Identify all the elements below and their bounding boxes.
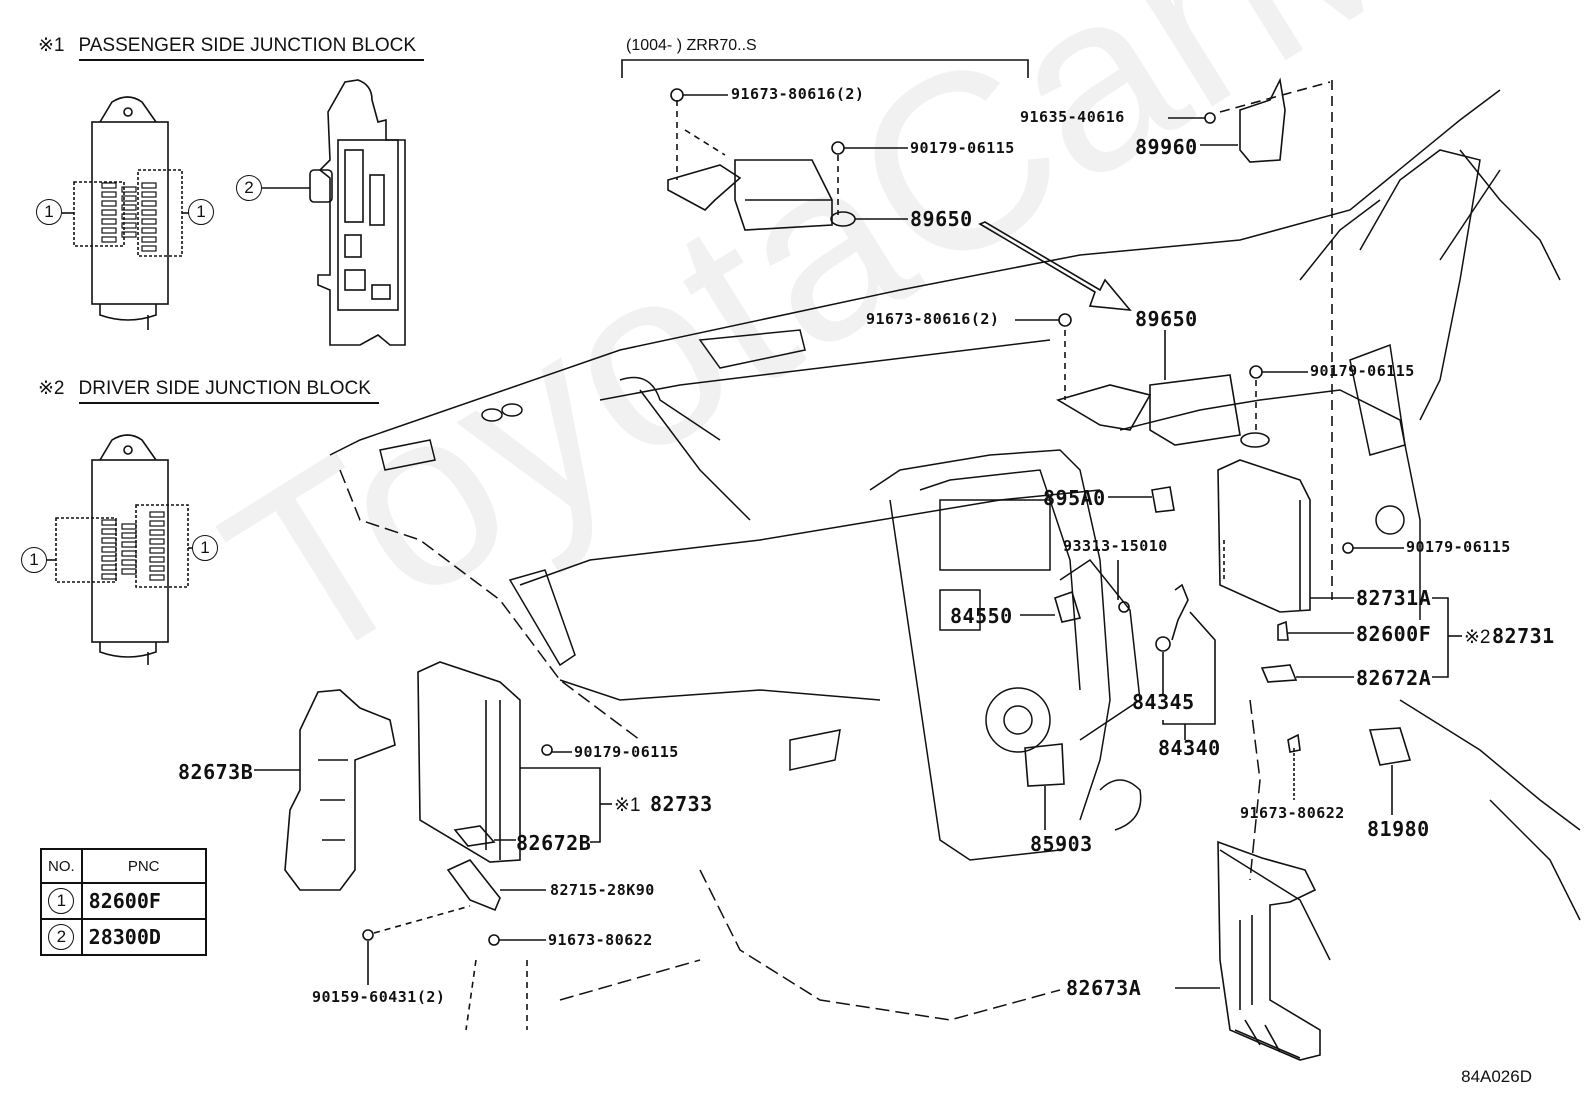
variant-bracket <box>621 59 1029 78</box>
variant-range-label: (1004- ) ZRR70..S <box>626 37 757 54</box>
part-label[interactable]: 895A0 <box>1043 486 1106 510</box>
part-label[interactable]: 82673A <box>1066 976 1142 1000</box>
part-label[interactable]: 90179-06115 <box>574 743 679 761</box>
row-pnc[interactable]: 82600F <box>80 882 207 920</box>
console-parts <box>1020 486 1301 830</box>
part-label[interactable]: 84340 <box>1158 736 1221 760</box>
inset-title-passenger: ※1 PASSENGER SIDE JUNCTION BLOCK <box>38 35 424 61</box>
part-label[interactable]: 84345 <box>1132 690 1195 714</box>
part-label[interactable]: 89650 <box>910 207 973 231</box>
inset-title-text: PASSENGER SIDE JUNCTION BLOCK <box>78 35 424 61</box>
inset-title-driver: ※2 DRIVER SIDE JUNCTION BLOCK <box>38 378 379 404</box>
part-label[interactable]: 91635-40616 <box>1020 108 1125 126</box>
inset-mark: ※2 <box>38 378 65 399</box>
part-label[interactable]: 85903 <box>1030 832 1093 856</box>
row-number: 1 <box>48 888 75 914</box>
figure-code: 84A026D <box>1461 1067 1532 1086</box>
group-label[interactable]: 82731 <box>1492 624 1555 648</box>
part-label[interactable]: 84550 <box>950 604 1013 628</box>
part-label[interactable]: 90179-06115 <box>910 139 1015 157</box>
group-mark: ※1 <box>614 795 641 816</box>
part-label[interactable]: 93313-15010 <box>1063 537 1168 555</box>
callout-circle: 1 <box>36 199 62 225</box>
callout-circle: 2 <box>236 175 262 201</box>
part-label[interactable]: 82600F <box>1356 622 1432 646</box>
pnc-table-row: 2 28300D <box>40 918 207 956</box>
part-label[interactable]: 82731A <box>1356 586 1432 610</box>
part-label[interactable]: 82672B <box>516 831 592 855</box>
bracket-82673A <box>1175 840 1321 1061</box>
callout-circle: 1 <box>21 547 47 573</box>
inset-mark: ※1 <box>38 35 65 56</box>
part-label[interactable]: 82673B <box>178 760 254 784</box>
part-label[interactable]: 82715-28K90 <box>550 881 655 899</box>
part-label[interactable]: 89650 <box>1135 307 1198 331</box>
part-label[interactable]: 82672A <box>1356 666 1432 690</box>
callout-circle: 1 <box>188 199 214 225</box>
part-label[interactable]: 91673-80622 <box>1240 804 1345 822</box>
airbag-sensor-top <box>667 88 908 231</box>
part-label[interactable]: 81980 <box>1367 817 1430 841</box>
pnc-table-row: 1 82600F <box>40 882 207 920</box>
part-label[interactable]: 91673-80616(2) <box>866 310 1000 328</box>
group-mark: ※2 <box>1464 627 1491 648</box>
part-label[interactable]: 91673-80616(2) <box>731 85 865 103</box>
header-no: NO. <box>40 848 83 884</box>
airbag-sensor-mid <box>1015 313 1308 448</box>
row-pnc[interactable]: 28300D <box>80 918 207 956</box>
callout-circle: 1 <box>192 535 218 561</box>
driver-junction-block-install <box>1217 459 1462 815</box>
passenger-junction-block-front <box>62 96 190 330</box>
group-label[interactable]: 82733 <box>650 792 713 816</box>
row-number: 2 <box>48 924 75 950</box>
location-arrow <box>978 221 1132 311</box>
relay-89960 <box>1168 77 1333 600</box>
pnc-table: NO. PNC 1 82600F 2 28300D <box>40 848 207 956</box>
part-label[interactable]: 90179-06115 <box>1406 538 1511 556</box>
part-label[interactable]: 90159-60431(2) <box>312 988 446 1006</box>
header-pnc: PNC <box>80 848 207 884</box>
driver-junction-block <box>46 434 194 665</box>
bracket-82673B <box>254 689 396 891</box>
part-label[interactable]: 91673-80622 <box>548 931 653 949</box>
part-label[interactable]: 89960 <box>1135 135 1198 159</box>
instrument-panel <box>329 89 1581 1021</box>
inset-title-text: DRIVER SIDE JUNCTION BLOCK <box>78 378 379 404</box>
pnc-table-header: NO. PNC <box>40 848 207 884</box>
part-label[interactable]: 90179-06115 <box>1310 362 1415 380</box>
passenger-junction-block-install <box>362 661 612 1031</box>
passenger-junction-block-side <box>262 79 406 346</box>
